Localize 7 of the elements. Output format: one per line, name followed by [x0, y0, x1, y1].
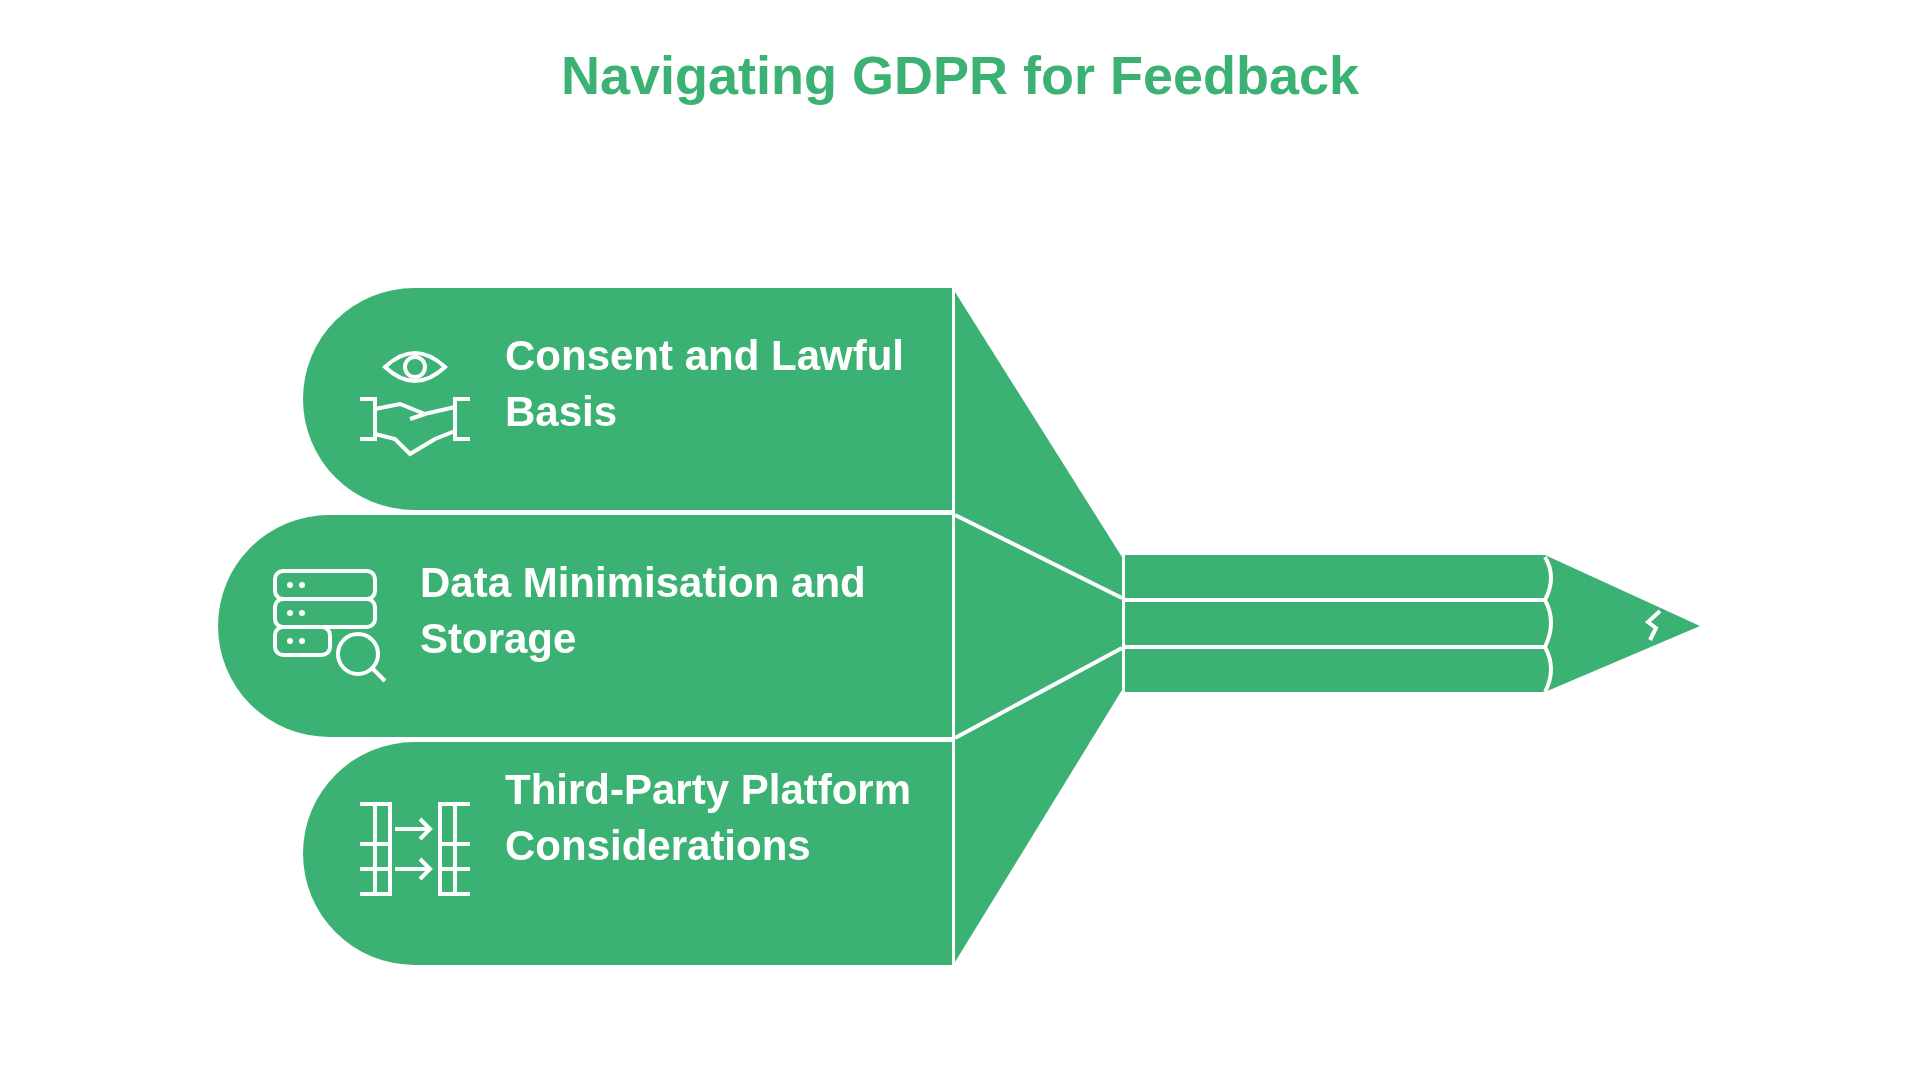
- title: Navigating GDPR for Feedback: [560, 45, 1360, 105]
- banner-label: Data Minimisation and Storage: [420, 558, 867, 664]
- banner-label: Third-Party Platform Considerations: [505, 765, 913, 871]
- banner-label: Consent and Lawful Basis: [505, 331, 905, 437]
- rounded-banner: [218, 515, 952, 737]
- rounded-banner: [303, 288, 952, 510]
- rounded-banner: [303, 742, 952, 965]
